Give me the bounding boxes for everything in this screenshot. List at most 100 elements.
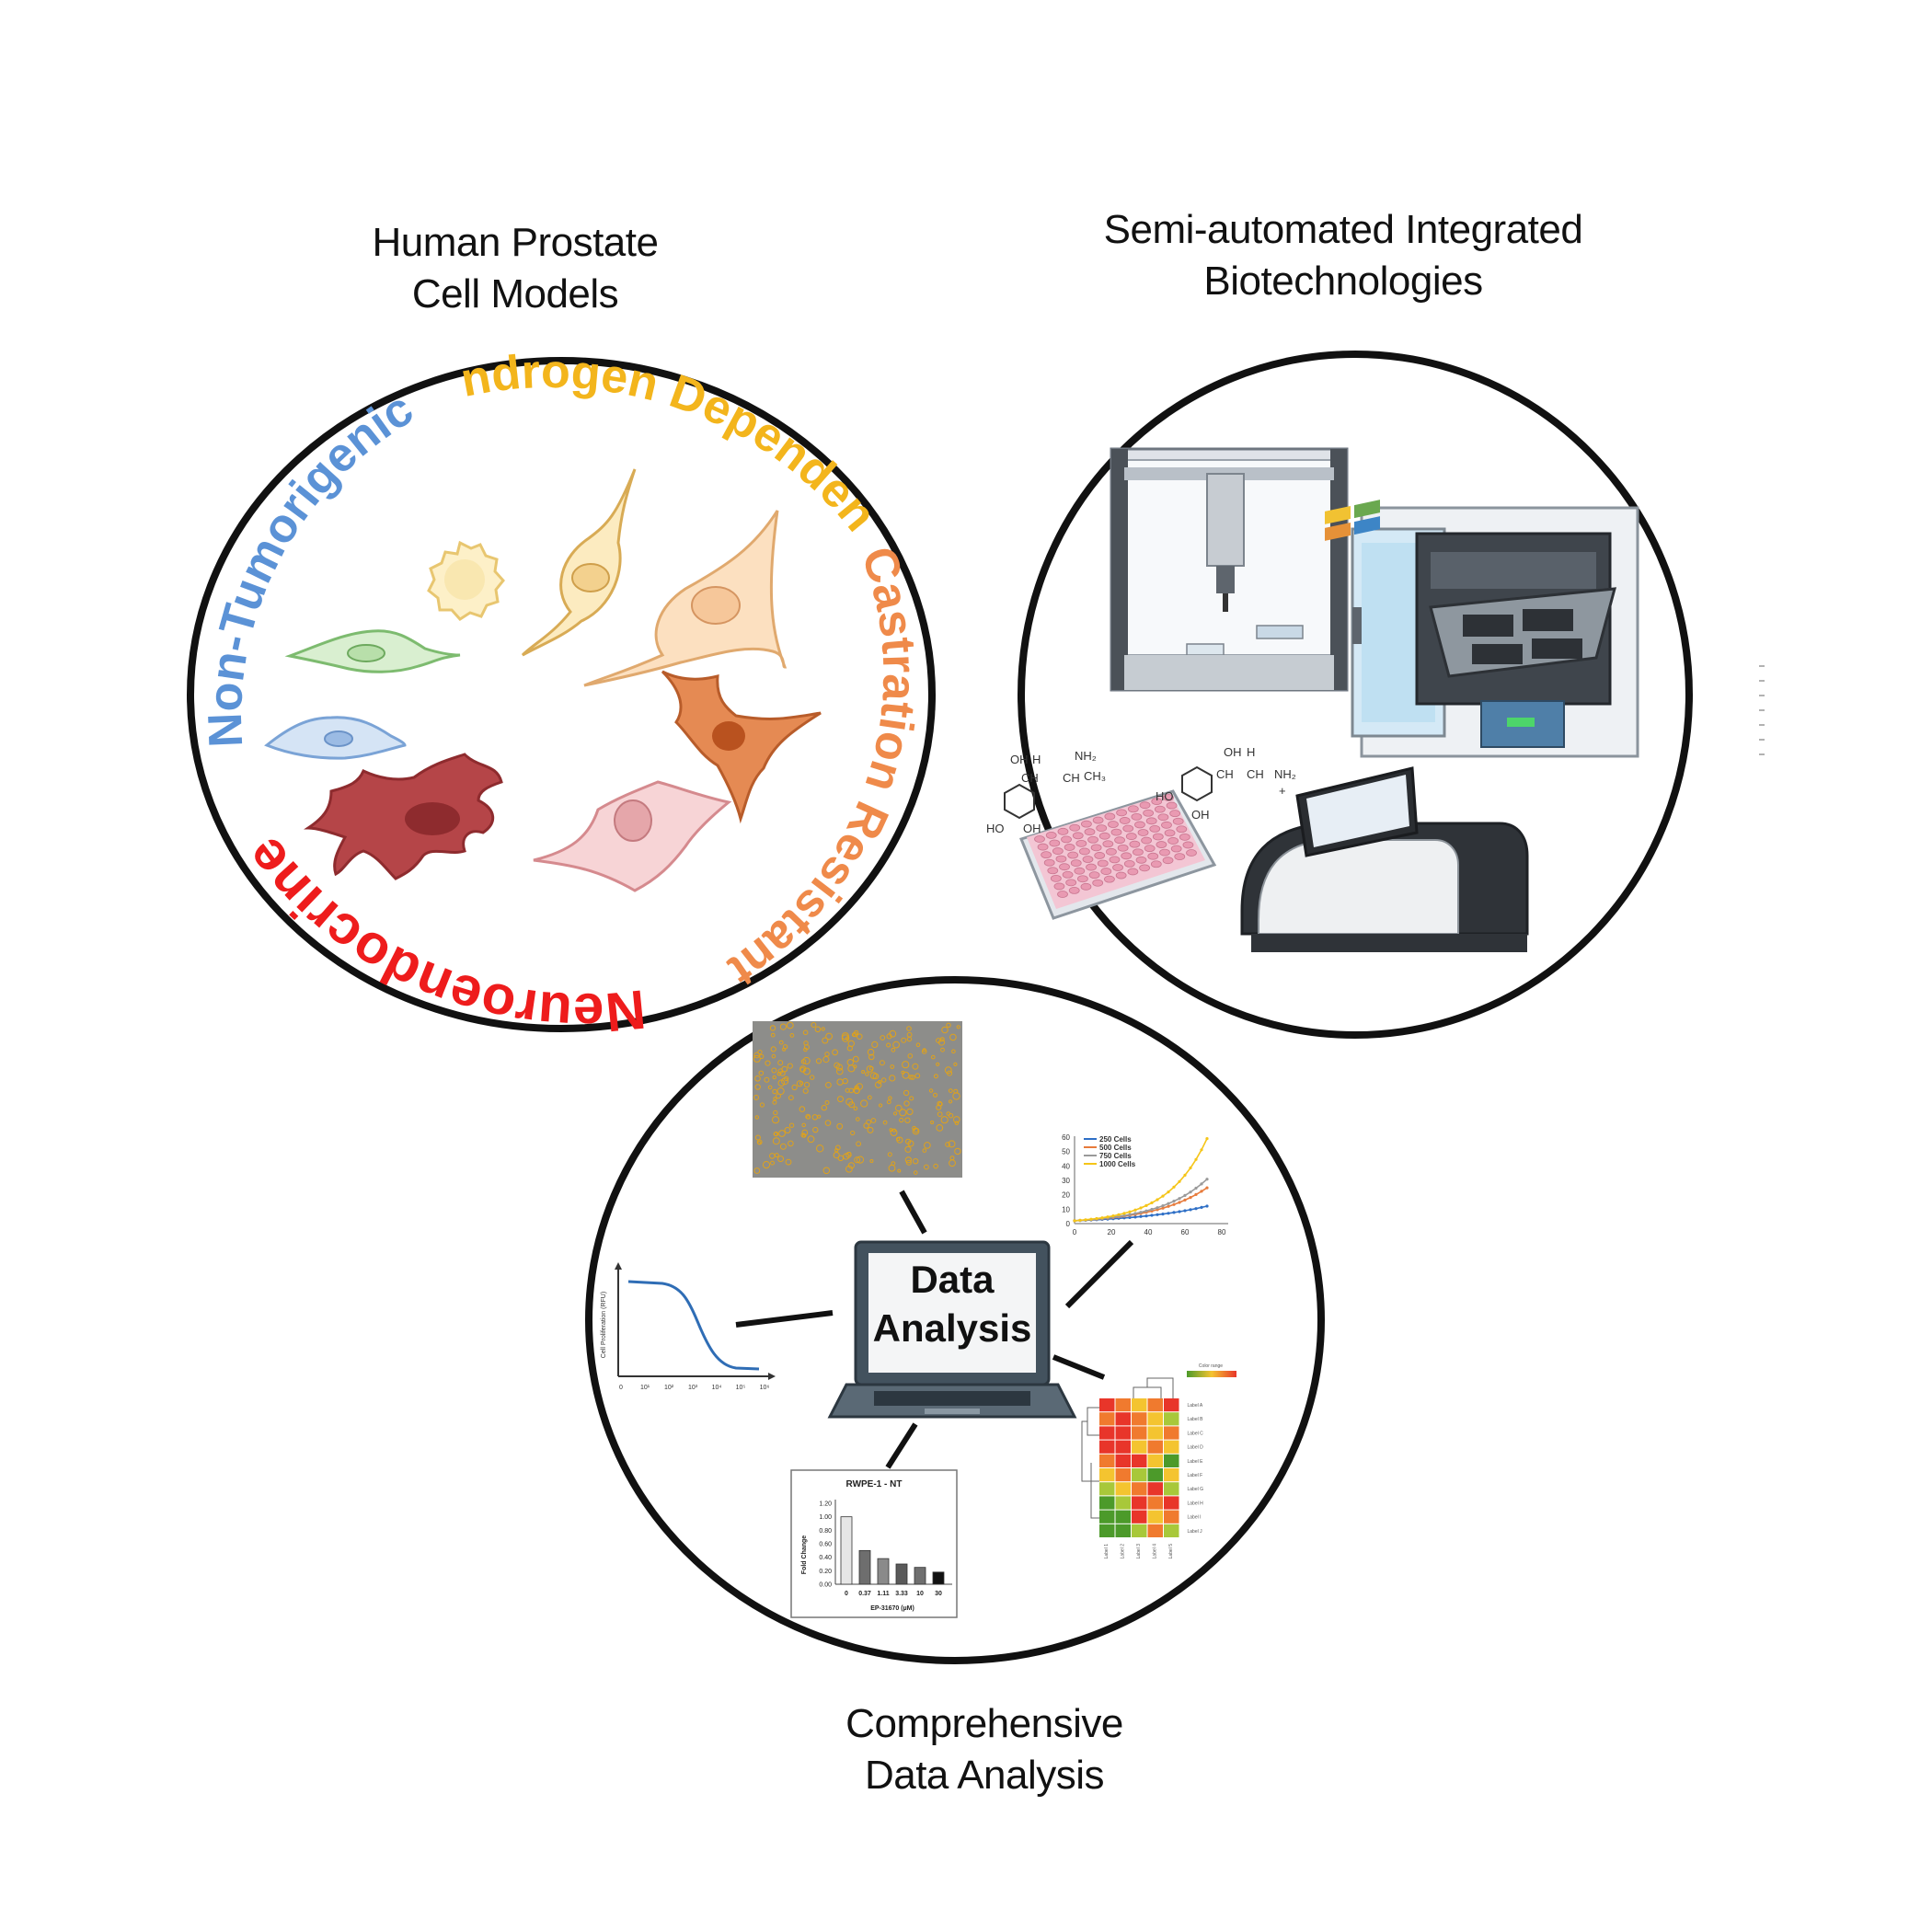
heatmap-cell	[1099, 1482, 1115, 1496]
cell-models-panel: Non-Tumorigenic Androgen Dependent Castr…	[0, 0, 936, 1043]
dose-xtick: 10³	[688, 1385, 698, 1391]
connector-growth	[1064, 1239, 1134, 1309]
growth-series-point	[1178, 1179, 1181, 1183]
heatmap-cell	[1164, 1482, 1179, 1496]
heatmap-cell	[1099, 1524, 1115, 1537]
heatmap-row-label: Label J	[1188, 1529, 1203, 1535]
heatmap-cell	[1099, 1510, 1115, 1524]
bar-xtick: 0.37	[858, 1591, 871, 1597]
heatmap-cell	[1099, 1496, 1115, 1510]
connector-heatmap	[1052, 1354, 1106, 1380]
title-cell-models: Human Prostate Cell Models	[313, 217, 718, 320]
heatmap-cell	[1132, 1524, 1147, 1537]
heatmap-cell	[1147, 1454, 1163, 1467]
growth-series-point	[1167, 1212, 1170, 1215]
growth-ytick: 50	[1062, 1148, 1070, 1156]
growth-series-point	[1205, 1204, 1209, 1208]
bar-xtick: 1.11	[877, 1591, 889, 1597]
growth-series-point	[1189, 1208, 1192, 1212]
chem-label-oh-bottom: OH	[1023, 822, 1041, 835]
growth-series-point	[1200, 1190, 1203, 1193]
bar-ytick: 0.40	[819, 1555, 832, 1561]
liquid-handler-icon	[1110, 447, 1349, 692]
heatmap-cell	[1132, 1468, 1147, 1482]
chem-label-h: H	[1032, 753, 1041, 766]
growth-series-point	[1144, 1203, 1148, 1207]
growth-ytick: 60	[1062, 1133, 1070, 1142]
heatmap-cell	[1115, 1398, 1131, 1412]
growth-series-point	[1156, 1213, 1159, 1216]
chem2-label-ch-2: CH	[1247, 767, 1264, 781]
heatmap-row-label: Label F	[1188, 1473, 1203, 1478]
growth-series-point	[1183, 1193, 1187, 1197]
growth-xtick: 0	[1073, 1228, 1077, 1236]
title-cell-models-line2: Cell Models	[411, 271, 619, 316]
heatmap-cell	[1132, 1510, 1147, 1524]
growth-series-point	[1133, 1208, 1137, 1212]
growth-ytick: 30	[1062, 1177, 1070, 1185]
growth-series-point	[1172, 1185, 1176, 1189]
heatmap-cell	[1115, 1440, 1131, 1454]
growth-series-point	[1194, 1207, 1198, 1211]
growth-series-point	[1183, 1209, 1187, 1213]
bar-ytick: 1.20	[819, 1501, 832, 1508]
growth-series-point	[1189, 1190, 1192, 1194]
title-biotech-line2: Biotechnologies	[1203, 259, 1483, 304]
growth-series-point	[1150, 1201, 1154, 1204]
growth-series-point	[1139, 1206, 1143, 1210]
growth-xtick: 60	[1181, 1228, 1190, 1236]
plate-wells	[1034, 794, 1197, 898]
growth-series-point	[1161, 1204, 1165, 1208]
connector-microscopy	[899, 1190, 927, 1235]
round-cell-icon	[427, 540, 505, 621]
heatmap-cell	[1147, 1412, 1163, 1426]
heatmap-col-label: Label 2	[1121, 1544, 1126, 1559]
laptop-label-line2: Analysis	[873, 1306, 1032, 1350]
category-androgen-dependent: Androgen Dependent	[0, 0, 887, 541]
heatmap-cell	[1147, 1440, 1163, 1454]
growth-series-point	[1073, 1219, 1076, 1223]
chem-label-ch-2: CH	[1063, 771, 1080, 785]
dose-xtick: 10¹	[640, 1385, 650, 1391]
heatmap-cell	[1099, 1454, 1115, 1467]
growth-xtick: 40	[1144, 1228, 1153, 1236]
growth-series-point	[1205, 1186, 1209, 1190]
bar-ytick: 0.80	[819, 1528, 832, 1535]
heatmap-cell	[1164, 1412, 1179, 1426]
heatmap-cell	[1132, 1412, 1147, 1426]
chem2-label-oh-top: OH	[1224, 745, 1242, 759]
heatmap-cell	[1164, 1524, 1179, 1537]
heatmap-cell	[1164, 1510, 1179, 1524]
growth-ytick: 0	[1066, 1220, 1071, 1228]
heatmap-cell	[1164, 1398, 1179, 1412]
heatmap-cell	[1099, 1398, 1115, 1412]
bar-chart: RWPE-1 - NT Fold Change EP-31670 (µM) 1.…	[790, 1469, 958, 1618]
laptop-label-line1: Data	[910, 1258, 995, 1301]
dose-ylabel: Cell Proliferation (RFU)	[601, 1292, 607, 1358]
bar-chart-title: RWPE-1 - NT	[846, 1479, 903, 1489]
chem2-label-plus: +	[1279, 784, 1286, 798]
heatmap-cell	[1115, 1496, 1131, 1510]
heatmap-cell	[1147, 1496, 1163, 1510]
bar-chart-bar	[895, 1563, 908, 1585]
category-non-tumorigenic: Non-Tumorigenic	[199, 382, 422, 748]
heatmap-row-label: Label C	[1188, 1431, 1204, 1436]
bar-xtick: 3.33	[895, 1591, 908, 1597]
dose-xtick: 10⁴	[712, 1385, 722, 1391]
growth-series-point	[1156, 1208, 1159, 1212]
growth-series-point	[1167, 1204, 1170, 1208]
heatmap-cell	[1147, 1510, 1163, 1524]
growth-series-point	[1106, 1215, 1110, 1219]
growth-ytick: 40	[1062, 1162, 1070, 1170]
growth-series-point	[1200, 1205, 1203, 1209]
incubator-icon	[1351, 506, 1639, 758]
analysis-circle	[585, 976, 1325, 1664]
title-analysis: Comprehensive Data Analysis	[791, 1698, 1178, 1801]
heatmap-cell	[1147, 1398, 1163, 1412]
growth-series-point	[1139, 1214, 1143, 1218]
growth-series-point	[1200, 1182, 1203, 1186]
heatmap-col-label: Label 5	[1168, 1544, 1174, 1559]
